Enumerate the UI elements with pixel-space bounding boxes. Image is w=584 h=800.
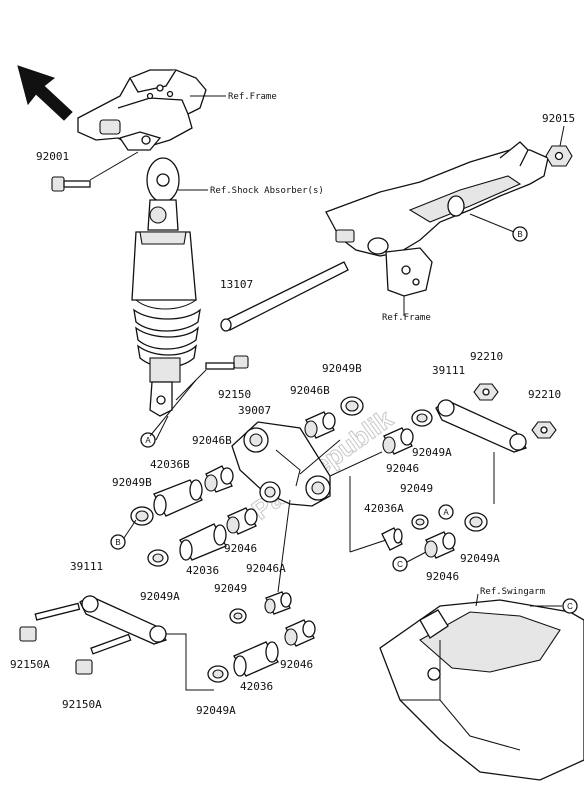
ref-shock-absorber: Ref.Shock Absorber(s): [210, 186, 324, 196]
label-42036B: 42036B: [150, 458, 190, 471]
callout-b-right: [512, 226, 528, 242]
label-42036-center: 42036: [186, 564, 219, 577]
label-92046-upper-right: 92046: [386, 462, 419, 475]
washer-92049-center: [229, 608, 247, 624]
label-92046B-top: 92046B: [290, 384, 330, 397]
washer-92049B-top: [340, 396, 364, 416]
label-92210-lower: 92210: [528, 388, 561, 401]
bearing-92046A: [264, 591, 292, 615]
label-92150: 92150: [218, 388, 251, 401]
bearing-92046-center: [226, 507, 258, 535]
shock-absorber: [131, 157, 201, 417]
svg-text:B: B: [517, 230, 522, 239]
label-13107: 13107: [220, 278, 253, 291]
callout-c-right: [562, 598, 578, 614]
label-42036A: 42036A: [364, 502, 404, 515]
callout-b-left: [110, 534, 126, 550]
ref-swingarm: Ref.Swingarm: [480, 587, 545, 597]
frame-mid-structure: [325, 141, 549, 297]
bearing-92046-lower-right: [424, 531, 456, 559]
shaft-13107: [220, 261, 349, 332]
frame-top-bracket: [77, 69, 207, 151]
label-92046-center: 92046: [224, 542, 257, 555]
label-92049A-mid-right: 92049A: [460, 552, 500, 565]
collar-42036A: [381, 527, 403, 551]
label-92015: 92015: [542, 112, 575, 125]
label-92001: 92001: [36, 150, 69, 163]
rocker-arm-39007: [231, 421, 331, 507]
label-92150A-upper: 92150A: [10, 658, 50, 671]
label-92046B-left: 92046B: [192, 434, 232, 447]
label-92049-center: 92049: [214, 582, 247, 595]
bolt-92150A-upper: [19, 602, 81, 642]
callout-a-left: [140, 432, 156, 448]
washer-92049A-mid-right: [464, 512, 488, 532]
swingarm: [379, 599, 584, 781]
label-92049B-left: 92049B: [112, 476, 152, 489]
svg-text:B: B: [115, 538, 120, 547]
label-92210-upper: 92210: [470, 350, 503, 363]
tie-rod-39111-left: [79, 595, 168, 645]
collar-42036-center: [179, 523, 227, 561]
callout-a-right: [438, 504, 454, 520]
svg-text:C: C: [397, 560, 403, 569]
label-42036-bottom: 42036: [240, 680, 273, 693]
label-92046-bottom: 92046: [280, 658, 313, 671]
bearing-92046-upper-right: [382, 427, 414, 455]
nut-92210-upper: [473, 383, 499, 401]
ref-frame-top: Ref.Frame: [228, 92, 277, 102]
label-92049A-left: 92049A: [140, 590, 180, 603]
tie-rod-39111-right: [435, 399, 527, 453]
washer-92049A-upper-right: [411, 409, 433, 427]
label-39111-right: 39111: [432, 364, 465, 377]
bolt-92150: [205, 355, 249, 370]
bearing-92046B-left: [204, 465, 234, 493]
label-92046A: 92046A: [246, 562, 286, 575]
label-92046-lower-right: 92046: [426, 570, 459, 583]
washer-92049-right: [411, 514, 429, 530]
bolt-92150A-lower: [75, 633, 132, 675]
collar-42036-bottom: [233, 641, 279, 677]
nut-92015: [545, 145, 573, 167]
label-92049-right: 92049: [400, 482, 433, 495]
svg-text:C: C: [567, 602, 573, 611]
bearing-92046B-top: [304, 411, 336, 439]
label-92150A-lower: 92150A: [62, 698, 102, 711]
label-39007: 39007: [238, 404, 271, 417]
bearing-92046-bottom: [284, 619, 316, 647]
callout-c-left: [392, 556, 408, 572]
ref-frame-mid: Ref.Frame: [382, 313, 431, 323]
washer-92049A-left: [147, 549, 169, 567]
nut-92210-lower: [531, 421, 557, 439]
label-92049B-top: 92049B: [322, 362, 362, 375]
svg-text:A: A: [145, 436, 151, 445]
label-92049A-bottom: 92049A: [196, 704, 236, 717]
collar-42036B: [153, 479, 203, 517]
label-92049A-upper-right: 92049A: [412, 446, 452, 459]
label-39111-left: 39111: [70, 560, 103, 573]
washer-92049B-left: [130, 506, 154, 526]
front-direction-arrow-icon: [17, 65, 73, 121]
washer-92049A-bottom: [207, 665, 229, 683]
bolt-92001: [51, 176, 91, 192]
svg-text:A: A: [443, 508, 449, 517]
